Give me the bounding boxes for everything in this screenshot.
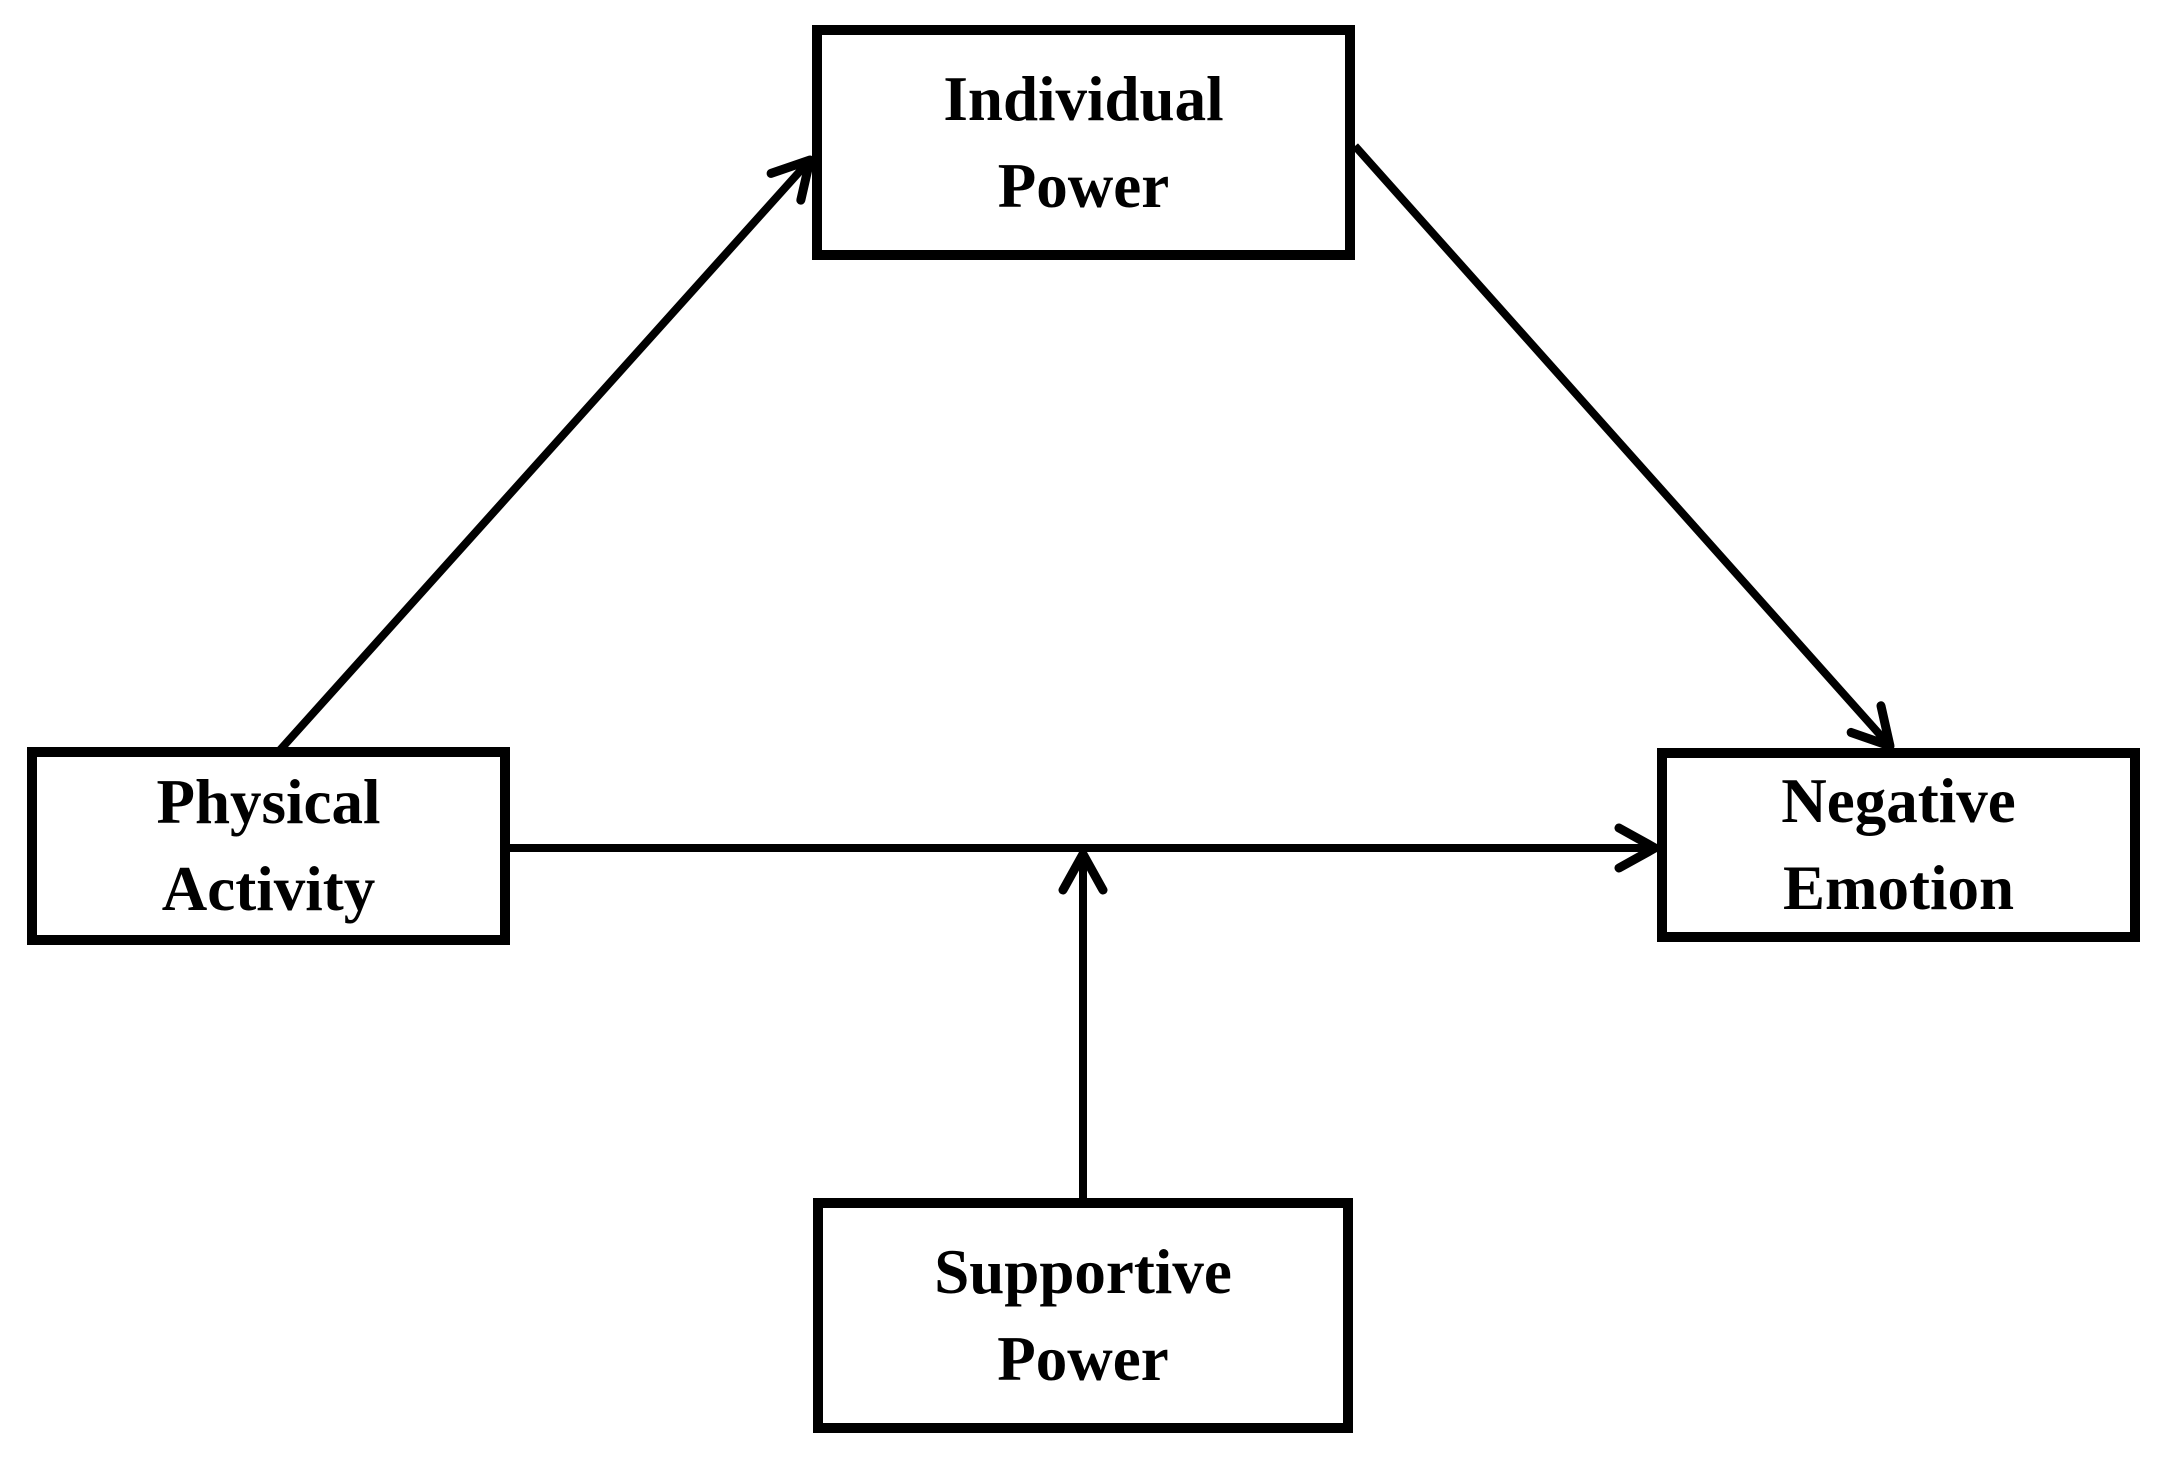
node-supportive-power-label-line2: Power xyxy=(997,1323,1169,1394)
node-negative-emotion-label-line2: Emotion xyxy=(1782,853,2015,923)
node-individual-power-label-line2: Power xyxy=(997,150,1170,221)
node-supportive-power-label-line1: Supportive xyxy=(934,1236,1232,1307)
node-negative-emotion-label-line1: Negative xyxy=(1781,766,2016,837)
node-individual-power: Individual Power xyxy=(812,25,1355,260)
arrow-individual-power-to-negative-emotion xyxy=(1352,143,1895,751)
arrow-physical-activity-to-individual-power xyxy=(277,155,815,753)
node-physical-activity-label-line2: Activity xyxy=(161,854,376,924)
node-physical-activity: Physical Activity xyxy=(27,747,510,945)
node-supportive-power: Supportive Power xyxy=(813,1198,1353,1433)
node-individual-power-label-line1: Individual xyxy=(943,63,1224,134)
node-physical-activity-label-line1: Physical xyxy=(156,767,381,838)
node-negative-emotion: Negative Emotion xyxy=(1657,748,2140,942)
